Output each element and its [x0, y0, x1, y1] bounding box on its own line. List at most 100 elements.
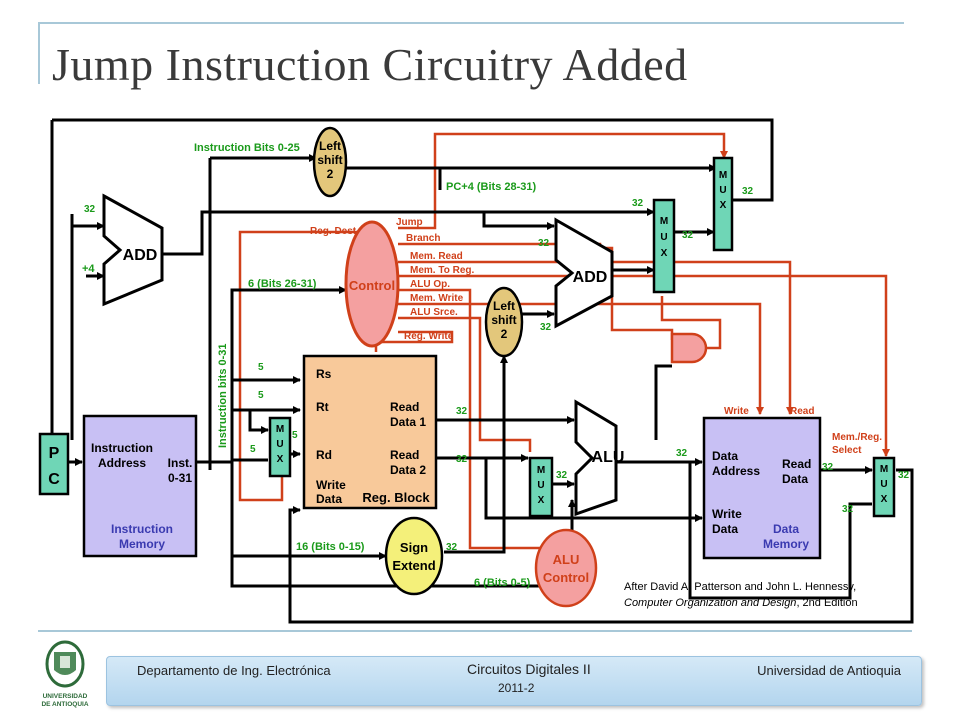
svg-text:Control: Control: [543, 570, 589, 585]
university-logo: UNIVERSIDAD DE ANTIOQUIA: [41, 640, 89, 708]
svg-text:Rt: Rt: [316, 400, 329, 414]
svg-text:ADD: ADD: [573, 269, 608, 286]
svg-text:Memory: Memory: [119, 537, 165, 551]
svg-text:0-31: 0-31: [168, 471, 192, 485]
svg-text:+4: +4: [82, 263, 95, 275]
svg-text:ADD: ADD: [123, 247, 158, 264]
svg-text:Read: Read: [390, 448, 419, 462]
svg-text:Rd: Rd: [316, 448, 332, 462]
control-signal-labels: Jump Branch Reg. Dest. Mem. Read Mem. To…: [310, 217, 474, 342]
svg-text:2: 2: [327, 167, 334, 181]
svg-text:Read: Read: [390, 400, 419, 414]
svg-text:PC+4 (Bits 28-31): PC+4 (Bits 28-31): [446, 181, 537, 193]
mux-mem-to-reg: [872, 456, 896, 518]
svg-text:ALU Srce.: ALU Srce.: [410, 307, 458, 318]
svg-text:5: 5: [258, 390, 264, 401]
data-memory: [702, 416, 822, 560]
svg-text:32: 32: [540, 322, 552, 333]
svg-text:Data: Data: [712, 522, 738, 536]
svg-text:Select: Select: [832, 445, 862, 456]
svg-text:Instruction: Instruction: [91, 441, 153, 455]
svg-text:6 (Bits 26-31): 6 (Bits 26-31): [248, 278, 317, 290]
mux-jump: [712, 156, 734, 252]
svg-text:32: 32: [676, 448, 688, 459]
svg-text:U: U: [719, 185, 726, 196]
svg-text:shift: shift: [491, 313, 516, 327]
left-rule: [38, 22, 40, 84]
svg-text:Mem. Read: Mem. Read: [410, 251, 463, 262]
svg-text:shift: shift: [317, 153, 342, 167]
svg-text:P: P: [49, 445, 60, 462]
svg-text:Reg. Write: Reg. Write: [404, 331, 454, 342]
svg-text:M: M: [660, 216, 668, 227]
svg-text:U: U: [276, 439, 283, 450]
svg-text:Reg. Block: Reg. Block: [362, 490, 430, 505]
svg-text:ALU Op.: ALU Op.: [410, 279, 450, 290]
bus-width-labels: 32 32 32 32 32 32 32 32 32 32 32 32 32 3…: [84, 186, 910, 553]
alu: [574, 399, 618, 517]
svg-text:32: 32: [538, 238, 550, 249]
svg-text:Computer Organization and Desi: Computer Organization and Design, 2nd Ed…: [624, 597, 858, 609]
svg-text:X: X: [277, 454, 284, 465]
svg-text:After David A. Patterson and J: After David A. Patterson and John L. Hen…: [624, 581, 856, 593]
svg-text:M: M: [276, 424, 284, 435]
svg-text:Memory: Memory: [763, 537, 809, 551]
svg-text:Read: Read: [790, 406, 814, 417]
left-shift-mid: [484, 286, 524, 358]
svg-text:Control: Control: [349, 278, 395, 293]
svg-text:Branch: Branch: [406, 233, 440, 244]
svg-text:Read: Read: [782, 457, 811, 471]
footer-year: 2011-2: [498, 681, 535, 695]
svg-text:X: X: [661, 248, 668, 259]
svg-text:32: 32: [84, 204, 96, 215]
control-unit: [344, 220, 400, 348]
svg-text:Data: Data: [316, 492, 342, 506]
svg-text:32: 32: [898, 470, 910, 481]
svg-text:Rs: Rs: [316, 367, 332, 381]
svg-text:M: M: [880, 464, 888, 475]
svg-text:16 (Bits 0-15): 16 (Bits 0-15): [296, 541, 365, 553]
left-shift-top: [312, 126, 348, 198]
svg-text:Left: Left: [319, 139, 341, 153]
bottom-rule: [38, 630, 912, 632]
svg-text:Jump: Jump: [396, 217, 423, 228]
pc-register: [38, 432, 70, 496]
svg-text:32: 32: [556, 470, 568, 481]
svg-text:32: 32: [456, 406, 468, 417]
slide-footer: Departamento de Ing. Electrónica Circuit…: [106, 656, 922, 706]
svg-text:32: 32: [632, 198, 644, 209]
svg-text:Reg. Dest.: Reg. Dest.: [310, 226, 359, 237]
mux-reg-dest: [268, 416, 292, 478]
svg-text:5: 5: [292, 430, 298, 441]
svg-text:M: M: [719, 170, 727, 181]
and-gate: [670, 332, 708, 364]
add-pc: [102, 193, 164, 307]
svg-text:U: U: [660, 232, 667, 243]
svg-text:Mem. Write: Mem. Write: [410, 293, 464, 304]
footer-course: Circuitos Digitales II: [467, 661, 591, 677]
svg-text:Write: Write: [712, 507, 742, 521]
svg-text:X: X: [881, 494, 888, 505]
svg-text:Instruction Bits 0-25: Instruction Bits 0-25: [194, 142, 300, 154]
svg-text:Instruction: Instruction: [111, 522, 173, 536]
svg-text:Data: Data: [773, 522, 799, 536]
top-rule: [38, 22, 904, 24]
svg-text:Mem./Reg.: Mem./Reg.: [832, 432, 882, 443]
sign-extend: [384, 516, 444, 596]
svg-text:UNIVERSIDAD: UNIVERSIDAD: [43, 693, 88, 700]
svg-text:Instruction bits 0-31: Instruction bits 0-31: [217, 343, 229, 448]
svg-text:X: X: [538, 495, 545, 506]
slide-title: Jump Instruction Circuitry Added: [52, 39, 688, 90]
svg-text:32: 32: [822, 462, 834, 473]
svg-text:32: 32: [682, 230, 694, 241]
svg-text:ALU: ALU: [592, 449, 625, 466]
svg-text:Sign: Sign: [400, 540, 428, 555]
svg-text:5: 5: [250, 444, 256, 455]
svg-text:U: U: [537, 480, 544, 491]
svg-text:Extend: Extend: [392, 558, 435, 573]
svg-text:C: C: [48, 471, 60, 488]
instruction-memory: [82, 414, 198, 558]
svg-text:32: 32: [842, 504, 854, 515]
svg-text:5: 5: [258, 362, 264, 373]
